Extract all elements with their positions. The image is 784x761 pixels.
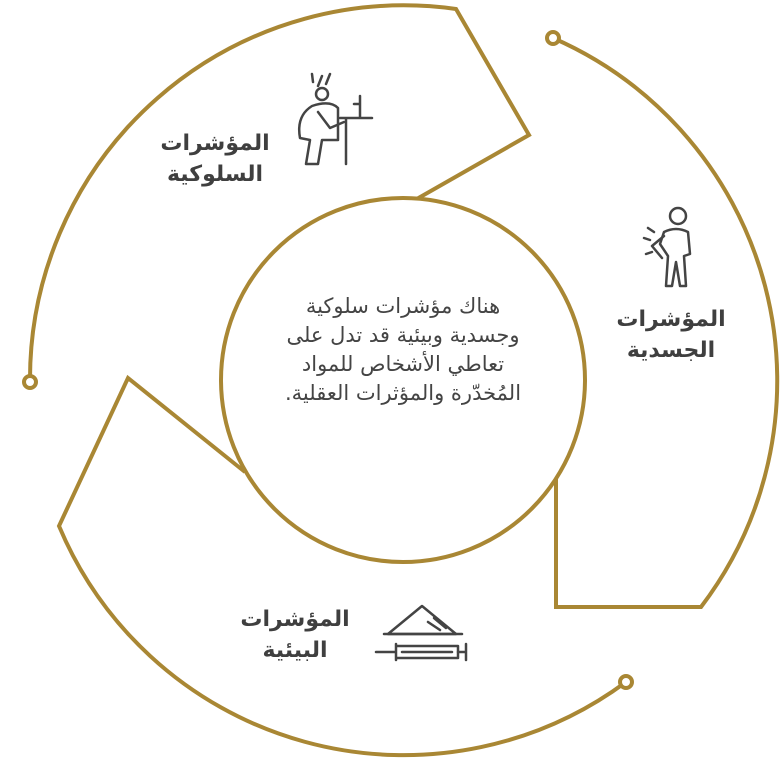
label-environmental-line-2: البيئية bbox=[262, 638, 328, 663]
person-at-desk-icon bbox=[298, 72, 374, 166]
center-line-3: تعاطي الأشخاص للمواد bbox=[301, 352, 505, 376]
label-physical-line-2: الجسدية bbox=[626, 338, 716, 363]
center-circle bbox=[219, 196, 587, 564]
label-behavioral-line-2: السلوكية bbox=[166, 162, 264, 187]
label-behavioral-line-1: المؤشرات bbox=[160, 131, 270, 156]
label-environmental: المؤشرات البيئية bbox=[220, 604, 370, 666]
segment-environmental-outline bbox=[56, 374, 628, 758]
label-behavioral: المؤشرات السلوكية bbox=[140, 128, 290, 190]
segment-behavioral-outline bbox=[27, 3, 532, 383]
person-in-pain-icon bbox=[642, 206, 692, 288]
center-description: هناك مؤشرات سلوكية وجسدية وبيئية قد تدل … bbox=[232, 292, 574, 408]
segment-physical-outline bbox=[552, 36, 780, 609]
center-line-1: هناك مؤشرات سلوكية bbox=[305, 294, 501, 318]
drug-paraphernalia-icon bbox=[374, 604, 468, 662]
outer-ring bbox=[27, 3, 780, 758]
center-line-2: وجسدية وبيئية قد تدل على bbox=[286, 323, 520, 347]
endpoint-dots bbox=[22, 30, 634, 690]
label-physical-line-1: المؤشرات bbox=[616, 307, 726, 332]
label-environmental-line-1: المؤشرات bbox=[240, 607, 350, 632]
center-line-4: المُخدّرة والمؤثرات العقلية. bbox=[284, 381, 522, 405]
label-physical: المؤشرات الجسدية bbox=[596, 304, 746, 366]
endpoint-dot-top-right bbox=[545, 30, 561, 46]
endpoint-dot-left bbox=[22, 374, 38, 390]
endpoint-dot-bottom-right bbox=[618, 674, 634, 690]
